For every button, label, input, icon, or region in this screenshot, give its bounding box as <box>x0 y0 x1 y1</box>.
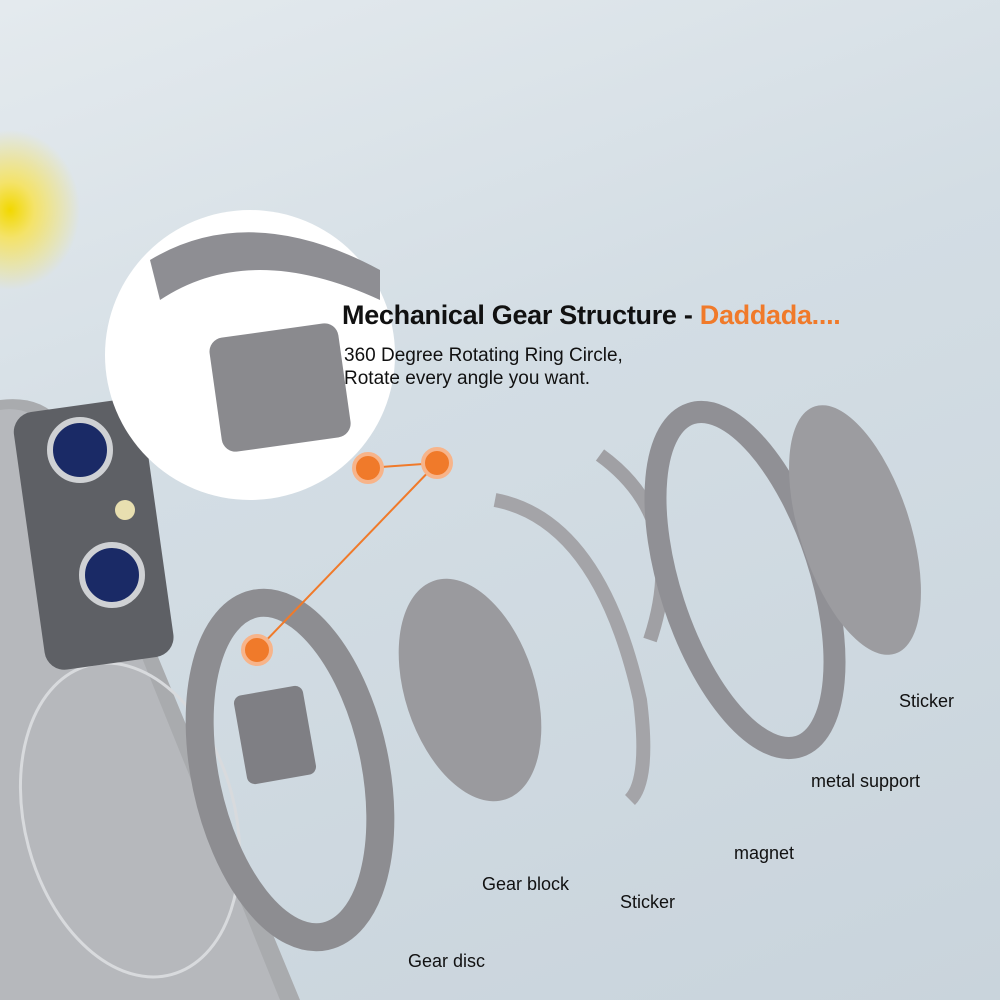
background-flower <box>0 130 90 290</box>
subtitle-line: Rotate every angle you want. <box>344 368 591 389</box>
brand-name: Daddada.... <box>699 300 841 330</box>
callout-dot <box>241 634 273 666</box>
label-gear-disc: Gear disc <box>408 951 486 971</box>
callout-dot <box>352 452 384 484</box>
sticker-arc <box>493 493 651 805</box>
sticker-disc <box>789 405 921 655</box>
subtitle-line: 360 Degree Rotating Ring Circle, <box>344 345 623 366</box>
headline-subtitle: 360 Degree Rotating Ring Circle, Rotate … <box>344 344 623 390</box>
label-metal-support: metal support <box>811 771 921 791</box>
gear-block <box>398 578 542 802</box>
gear-disc <box>185 588 395 952</box>
callout-dot <box>421 447 453 479</box>
detail-zoom-circle <box>105 210 395 500</box>
label-gear-block: Gear block <box>482 874 570 894</box>
label-sticker-bottom: Sticker <box>620 892 676 912</box>
label-sticker-top: Sticker <box>899 691 955 711</box>
headline-title: Mechanical Gear Structure - Daddada.... <box>342 300 841 331</box>
title-text: Mechanical Gear Structure <box>342 300 677 330</box>
title-separator: - <box>676 300 700 330</box>
label-magnet: magnet <box>734 843 795 863</box>
